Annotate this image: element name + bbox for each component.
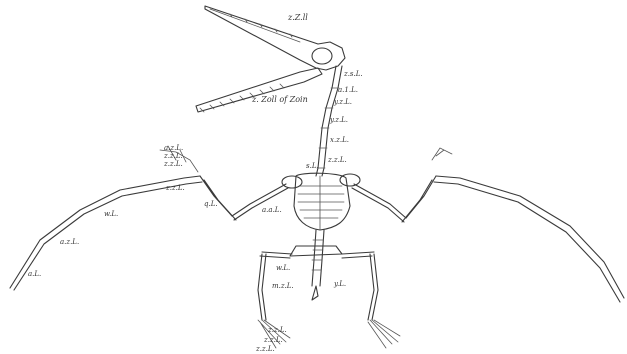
label-left-wing-1: w.L. (104, 210, 118, 218)
label-left-humerus: a.a.L. (262, 206, 282, 214)
label-neck-4: y.z.L. (329, 116, 348, 124)
label-left-hand-b: z.z.L. (163, 152, 183, 160)
label-left-wrist: z.z.L. (165, 184, 185, 192)
label-neck-3: y.z.L. (333, 98, 352, 106)
label-left-hand-c: z.z.L. (163, 160, 183, 168)
label-neck-6: z.z.L. (327, 156, 347, 164)
label-tail: y.L. (333, 280, 346, 288)
label-skull-lower: z. Zoll of Zoin (251, 95, 308, 104)
left-wing (10, 146, 288, 290)
label-foot-3: z.z.L. (255, 345, 275, 353)
label-neck-1: z.s.L. (343, 70, 363, 78)
label-foot-1: z.z.L. (267, 326, 287, 334)
label-left-wing-2: a.z.L. (60, 238, 79, 246)
label-hip-1: w.L. (276, 264, 290, 272)
right-wing (352, 148, 624, 302)
label-neck-5: x.z.L. (330, 136, 349, 144)
label-hip-2: m.z.L. (272, 282, 294, 290)
torso (282, 173, 360, 300)
label-left-wing-3: a.L. (28, 270, 41, 278)
label-left-hand-a: a.z.L. (164, 144, 183, 152)
label-left-forearm: q.L. (204, 200, 218, 208)
label-shoulder: s.L. (306, 162, 319, 170)
label-foot-2: z.z.L. (263, 336, 283, 344)
label-skull-top: z.Z.ll (287, 13, 308, 22)
label-neck-2: a.1.L. (338, 86, 358, 94)
